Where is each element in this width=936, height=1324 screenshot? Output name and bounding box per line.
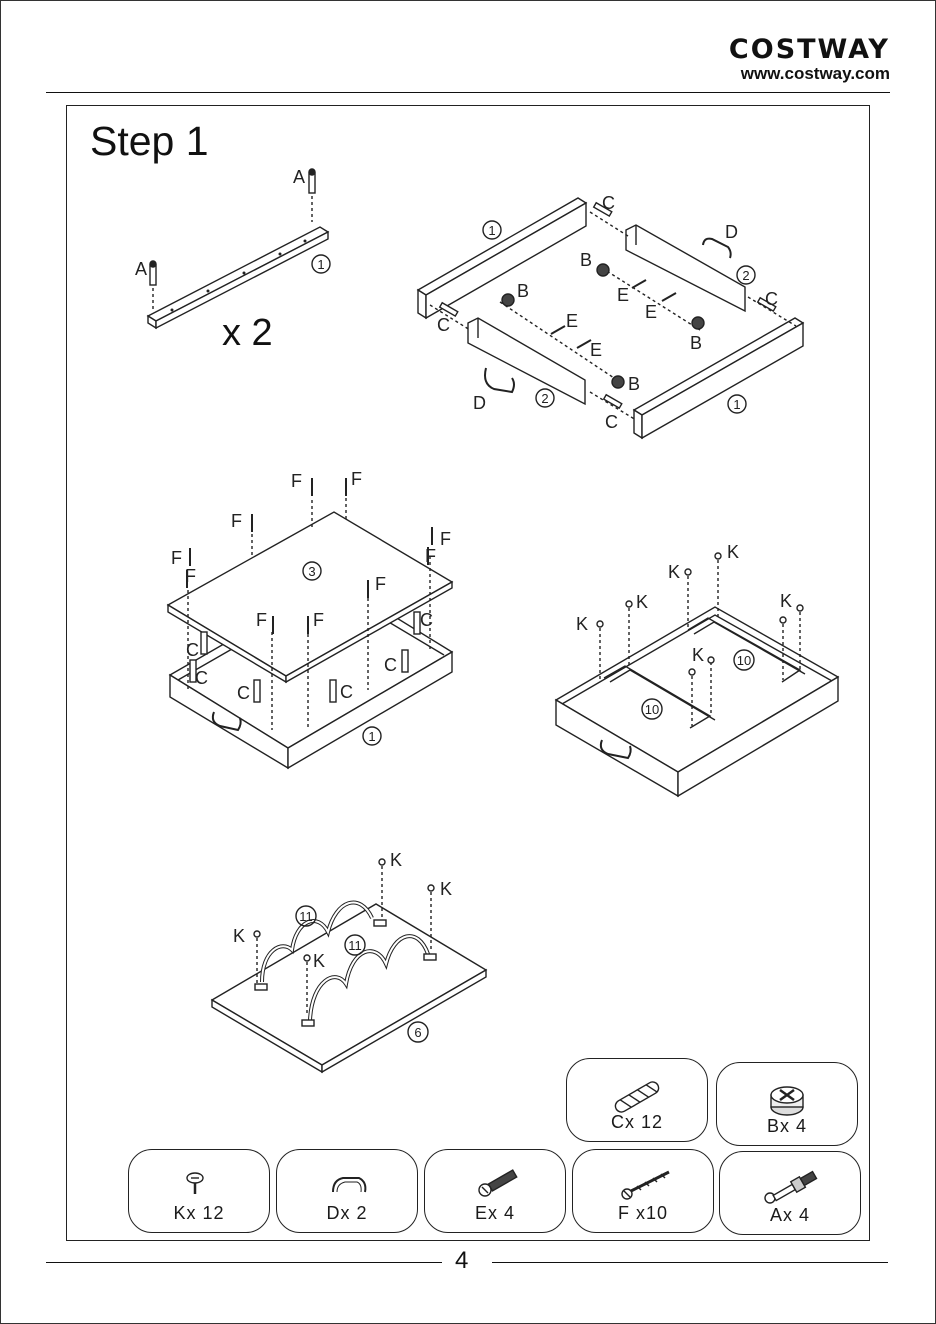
page-number: 4 (455, 1247, 468, 1275)
callout-f: F (440, 529, 451, 549)
callout-c: C (384, 655, 397, 675)
hardware-card-k: Kx 12 (128, 1149, 270, 1233)
callout-e: E (645, 302, 657, 322)
part-number: 11 (299, 909, 313, 924)
hardware-label: Bx 4 (717, 1116, 857, 1137)
bottom-board-diagram: F F F F F F F F F F C C C C C C 3 1 (168, 469, 452, 768)
callout-f: F (171, 548, 182, 568)
part-number: 1 (733, 397, 740, 412)
callout-k: K (313, 951, 325, 971)
hardware-card-e: Ex 4 (424, 1149, 566, 1233)
callout-k: K (692, 645, 704, 665)
callout-f: F (375, 574, 386, 594)
callout-c: C (437, 315, 450, 335)
callout-c: C (195, 668, 208, 688)
callout-f: F (256, 610, 267, 630)
callout-d: D (725, 222, 738, 242)
callout-e: E (617, 285, 629, 305)
part-number: 10 (737, 653, 751, 668)
hardware-card-f: F x10 (572, 1149, 714, 1233)
callout-f: F (185, 566, 196, 586)
part-number: 11 (348, 938, 362, 953)
callout-b: B (690, 333, 702, 353)
callout-c: C (420, 610, 433, 630)
frame-exploded-diagram: C D B E E C B E E B C B C D 1 2 2 1 (418, 193, 803, 438)
callout-c: C (340, 682, 353, 702)
callout-k: K (390, 850, 402, 870)
callout-c: C (605, 412, 618, 432)
callout-f: F (313, 610, 324, 630)
hardware-card-d: Dx 2 (276, 1149, 418, 1233)
part-number: 2 (742, 268, 749, 283)
part-number: 6 (414, 1025, 421, 1040)
callout-f: F (231, 511, 242, 531)
callout-k: K (727, 542, 739, 562)
callout-e: E (566, 311, 578, 331)
hardware-label: F x10 (573, 1203, 713, 1224)
callout-f: F (425, 546, 436, 566)
quantity-multiplier: x 2 (222, 312, 273, 354)
hardware-label: Dx 2 (277, 1203, 417, 1224)
part-number: 10 (645, 702, 659, 717)
hardware-label: Cx 12 (567, 1112, 707, 1133)
hardware-card-b: Bx 4 (716, 1062, 858, 1146)
hardware-label: Ax 4 (720, 1205, 860, 1226)
part-number: 1 (368, 729, 375, 744)
callout-k: K (636, 592, 648, 612)
callout-k: K (780, 591, 792, 611)
callout-c: C (237, 683, 250, 703)
callout-c: C (602, 193, 615, 213)
footer-rule-left (46, 1262, 442, 1263)
callout-e: E (590, 340, 602, 360)
hardware-label: Kx 12 (129, 1203, 269, 1224)
spring-board-diagram: K K K K 11 11 6 (212, 850, 486, 1072)
part-number: 1 (317, 257, 324, 272)
callout-c: C (765, 289, 778, 309)
footer-rule-right (492, 1262, 888, 1263)
callout-k: K (233, 926, 245, 946)
callout-b: B (628, 374, 640, 394)
rail-diagram: A A 1 x 2 (135, 167, 330, 354)
callout-f: F (351, 469, 362, 489)
callout-k: K (576, 614, 588, 634)
cam-bolt-a-icon (309, 169, 315, 222)
cam-bolt-a-icon (150, 261, 156, 312)
callout-k: K (668, 562, 680, 582)
hardware-card-a: Ax 4 (719, 1151, 861, 1235)
part-number: 1 (488, 223, 495, 238)
callout-a: A (135, 259, 147, 279)
part-number: 3 (308, 564, 315, 579)
callout-f: F (291, 471, 302, 491)
hardware-card-c: Cx 12 (566, 1058, 708, 1142)
callout-b: B (580, 250, 592, 270)
callout-k: K (440, 879, 452, 899)
callout-a: A (293, 167, 305, 187)
callout-d: D (473, 393, 486, 413)
hardware-label: Ex 4 (425, 1203, 565, 1224)
callout-b: B (517, 281, 529, 301)
rail-brackets-diagram: K K K K K K 10 10 (556, 542, 838, 796)
part-number: 2 (541, 391, 548, 406)
callout-c: C (186, 640, 199, 660)
